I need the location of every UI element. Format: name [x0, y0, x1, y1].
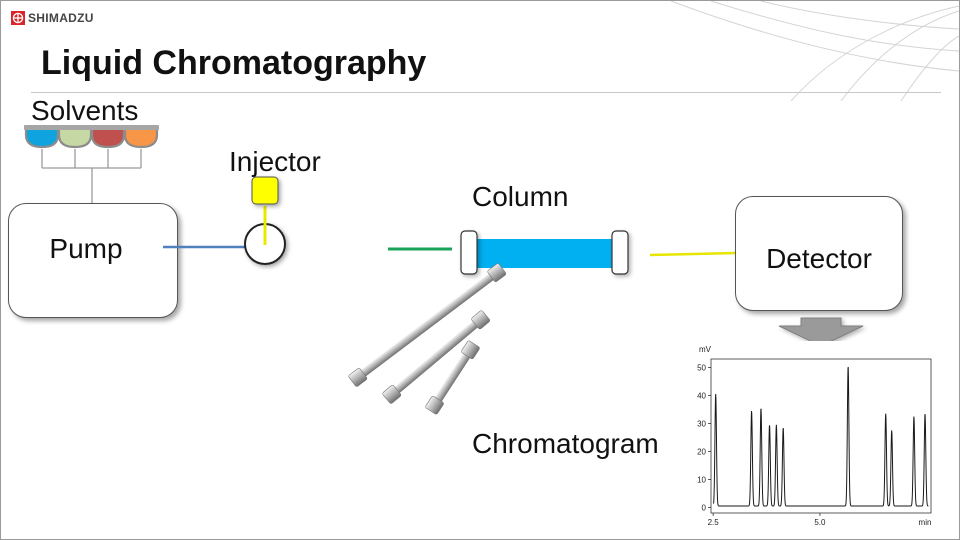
title-underline	[31, 92, 941, 93]
solvents-label: Solvents	[31, 95, 139, 126]
chart-background	[683, 341, 935, 533]
solvent-reservoir-1-icon	[24, 125, 60, 149]
solvent-reservoir-2-icon	[57, 125, 93, 149]
solvent-reservoirs	[24, 125, 159, 203]
shimadzu-logo: SHIMADZU	[11, 11, 94, 25]
x-axis-unit-label: min	[919, 518, 932, 527]
slide-title: Liquid Chromatography	[41, 44, 427, 82]
hplc-column-photos-icon	[348, 263, 507, 415]
y-tick-label: 30	[697, 419, 706, 428]
pump-box: Pump	[8, 203, 178, 318]
y-axis-unit-label: mV	[699, 345, 712, 354]
y-tick-label: 50	[697, 363, 706, 372]
solvent-reservoir-3-icon	[90, 125, 126, 149]
x-tick-label: 2.5	[708, 518, 720, 527]
column-left-endcap-icon	[460, 230, 478, 275]
solvent-reservoir-4-icon	[123, 125, 159, 149]
plot-frame	[710, 358, 932, 514]
column-right-endcap-icon	[611, 230, 629, 275]
pump-label: Pump	[49, 232, 123, 264]
down-arrow-icon	[778, 317, 864, 347]
column-body-icon	[473, 239, 617, 268]
chromatogram-chart: mV 0 10 20 30 40 50 2.5 5.0 min	[683, 341, 935, 533]
y-tick-label: 10	[697, 475, 706, 484]
shimadzu-logo-mark-icon	[11, 11, 25, 25]
injector-syringe-icon	[251, 176, 279, 205]
column-label: Column	[472, 181, 569, 212]
detector-label: Detector	[766, 242, 872, 274]
chromatogram-trace	[713, 366, 929, 507]
y-tick-label: 20	[697, 447, 706, 456]
logo-text: SHIMADZU	[28, 11, 94, 25]
x-tick-label: 5.0	[814, 518, 826, 527]
y-tick-label: 40	[697, 391, 706, 400]
detector-box: Detector	[735, 196, 903, 311]
y-tick-label: 0	[702, 503, 707, 512]
column-to-detector-line	[649, 251, 738, 257]
injector-label: Injector	[229, 146, 321, 177]
chromatogram-label: Chromatogram	[472, 428, 659, 459]
